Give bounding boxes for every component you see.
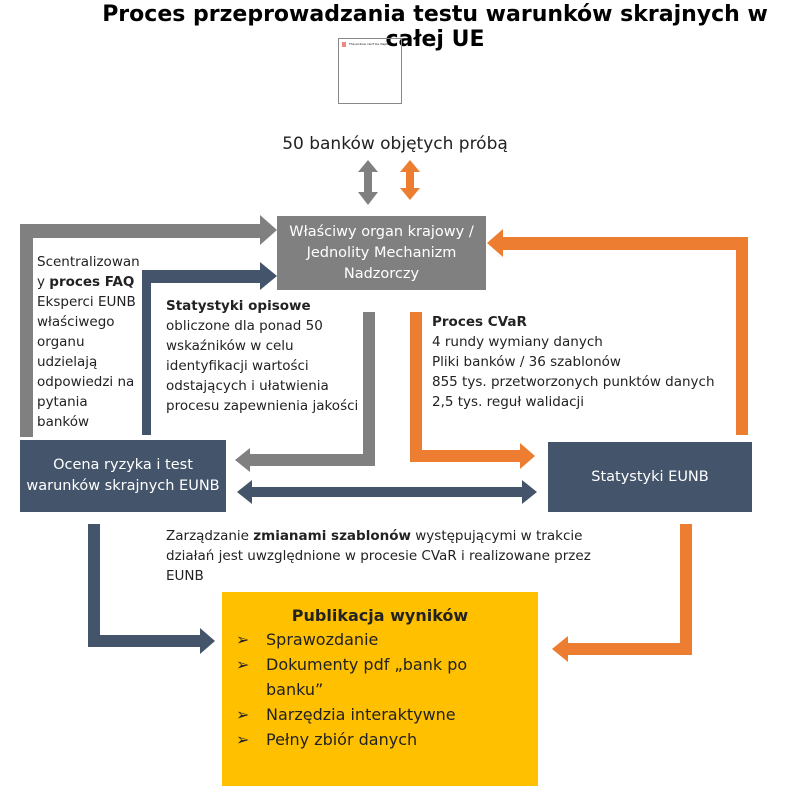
publication-box: Publikacja wyników ➢ Sprawozdanie ➢ Dokume…: [222, 592, 538, 786]
navy-down-arrow: [88, 524, 215, 654]
risk-assessment-box: Ocena ryzyka i test warunków skrajnych E…: [20, 440, 226, 512]
item-label: Narzędzia interaktywne: [266, 705, 456, 724]
nca-box: Właściwy organ krajowy / Jednolity Mecha…: [277, 216, 486, 290]
item-label: Sprawozdanie: [266, 630, 379, 649]
faq-bold: proces FAQ: [49, 274, 135, 290]
cvar-line: 4 rundy wymiany danych: [432, 334, 603, 350]
faq-pre: Scentralizowan y: [37, 254, 140, 290]
broken-image-icon: [342, 42, 346, 47]
banks-label: 50 banków objętych próbą: [282, 134, 508, 154]
page-title: Proces przeprowadzania testu warunków sk…: [102, 2, 768, 52]
item-label: Pełny zbiór danych: [266, 730, 418, 749]
arrow-bullet-icon: ➢: [236, 630, 250, 649]
image-placeholder-text: The picture can't be displayed.: [349, 42, 396, 46]
opis-bold: Statystyki opisowe: [166, 298, 311, 314]
faq-text: Scentralizowan y proces FAQ Eksperci EUNB…: [37, 252, 141, 432]
publication-title: Publikacja wyników: [291, 606, 469, 625]
zarz-bold: zmianami szablonów: [253, 528, 411, 544]
gray-double-arrow: [358, 160, 378, 205]
gray-down-arrow: [235, 312, 375, 472]
zarz-pre: Zarządzanie: [166, 528, 254, 544]
broken-image-placeholder: The picture can't be displayed.: [338, 38, 402, 104]
arrow-bullet-icon: ➢: [236, 705, 250, 724]
zarz-rest: występującymi w trakcie działań jest uwz…: [166, 528, 591, 584]
publication-item: ➢ Narzędzia interaktywne: [236, 702, 538, 727]
cvar-text: Proces CVaR 4 rundy wymiany danych Pliki…: [432, 312, 732, 412]
cvar-line: 855 tys. przetworzonych punktów danych: [432, 374, 715, 390]
opis-rest: obliczone dla ponad 50 wskaźników w celu…: [166, 318, 359, 414]
cvar-line: Pliki banków / 36 szablonów: [432, 354, 621, 370]
orange-pub-arrow: [552, 524, 692, 662]
orange-double-arrow: [400, 160, 420, 200]
arrow-bullet-icon: ➢: [236, 655, 250, 674]
publication-item: ➢ Dokumenty pdf „bank po banku”: [236, 652, 538, 702]
cvar-bold: Proces CVaR: [432, 314, 527, 330]
eba-statistics-box: Statystyki EUNB: [548, 442, 752, 512]
navy-stats-arrow: [142, 262, 277, 435]
faq-rest: Eksperci EUNB właściwego organu udzielaj…: [37, 294, 136, 430]
gray-faq-arrow: [20, 215, 277, 437]
cvar-line: 2,5 tys. reguł walidacji: [432, 394, 585, 410]
publication-item: ➢ Pełny zbiór danych: [236, 727, 538, 752]
arrow-bullet-icon: ➢: [236, 730, 250, 749]
orange-return-arrow: [487, 229, 748, 435]
navy-double-arrow: [237, 480, 537, 504]
orange-cvar-arrow: [410, 312, 535, 469]
descriptive-stats-text: Statystyki opisowe obliczone dla ponad 50…: [166, 296, 366, 416]
item-label: Dokumenty pdf „bank po banku”: [266, 655, 468, 699]
publication-item: ➢ Sprawozdanie: [236, 627, 538, 652]
template-changes-text: Zarządzanie zmianami szablonów występują…: [166, 526, 606, 586]
